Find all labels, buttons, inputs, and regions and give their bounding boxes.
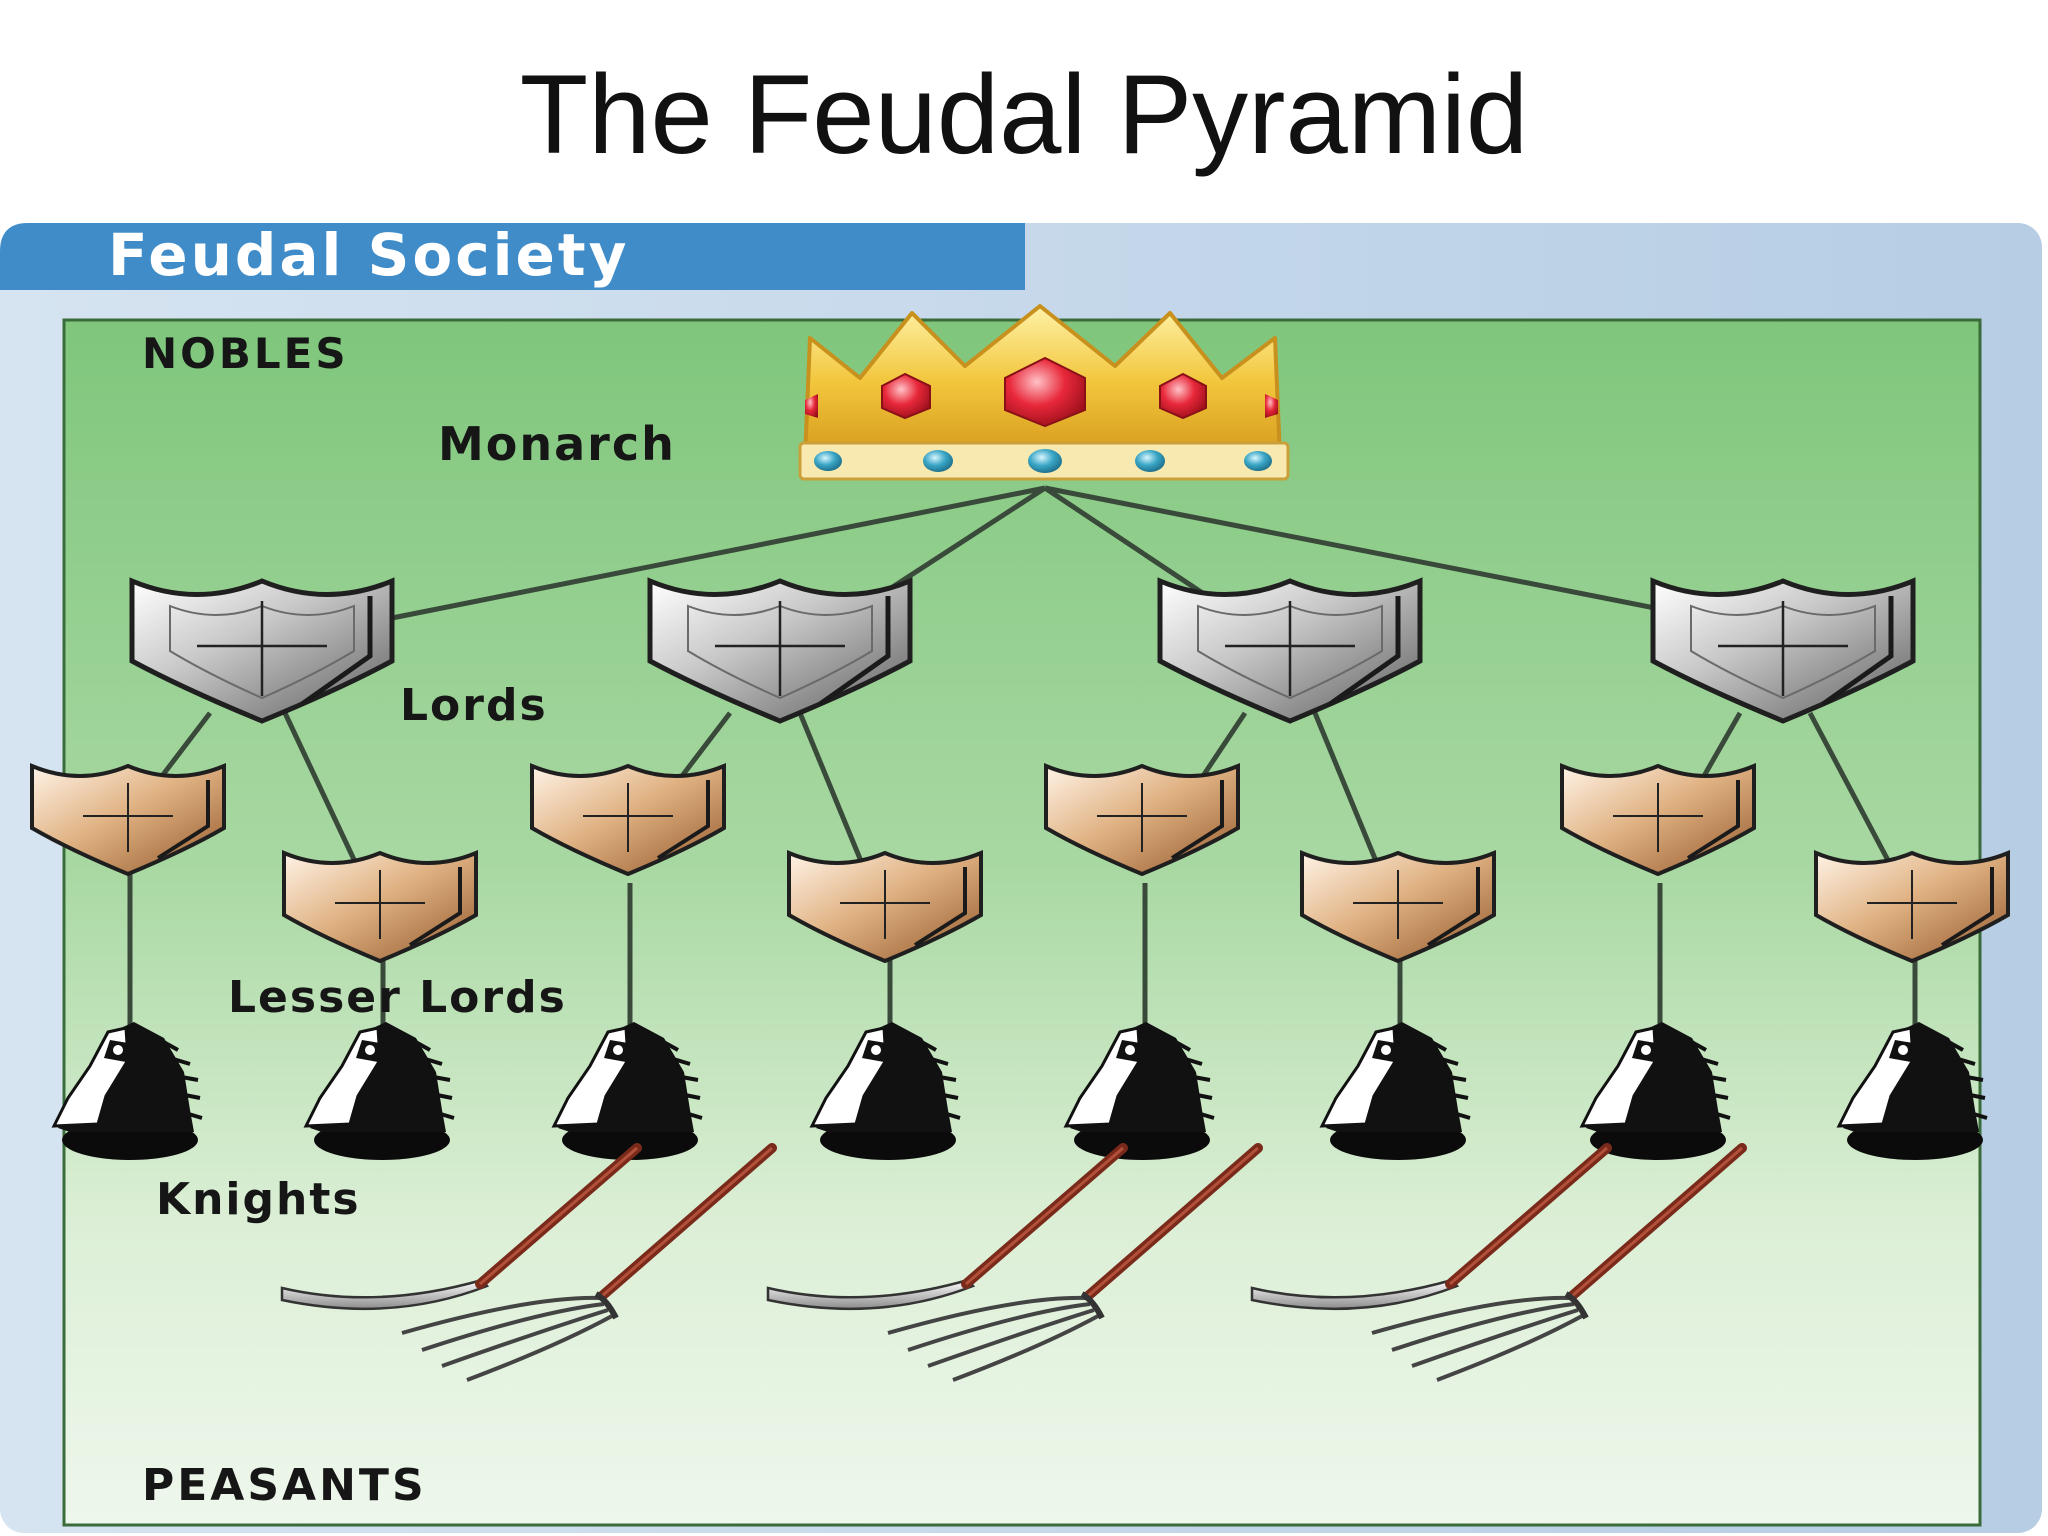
feudal-society-diagram: Feudal Society [0, 221, 2042, 1533]
nobles-label: NOBLES [142, 329, 349, 378]
panel-header-label: Feudal Society [108, 221, 629, 289]
peasants-label: PEASANTS [142, 1460, 427, 1511]
crown-icon [798, 304, 1290, 481]
lesser-lords-label: Lesser Lords [228, 972, 567, 1023]
panel-header-bar [0, 223, 1025, 290]
knights-label: Knights [156, 1174, 361, 1225]
lords-label: Lords [400, 680, 548, 731]
slide-title: The Feudal Pyramid [519, 52, 1529, 177]
monarch-label: Monarch [438, 417, 676, 471]
